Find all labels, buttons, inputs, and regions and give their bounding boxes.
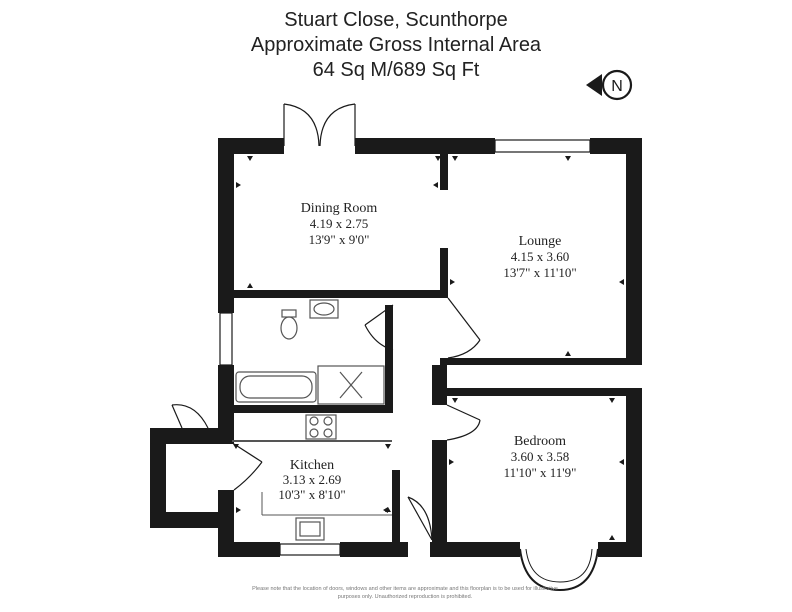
dimension-arrow-icon [609,535,615,540]
dimension-arrow-icon [233,444,239,449]
wardrobe [448,391,626,395]
room-lounge: Lounge 4.15 x 3.60 13'7" x 11'10" [503,234,576,280]
shower-icon [317,365,385,405]
sink-icon [295,517,325,541]
dimension-arrow-icon [450,279,455,285]
room-size-metric: 3.13 x 2.69 [283,472,342,487]
dimension-arrow-icon [435,156,441,161]
dimension-arrow-icon [247,156,253,161]
disclaimer-line-1: Please note that the location of doors, … [252,586,558,592]
room-dining: Dining Room 4.19 x 2.75 13'9" x 9'0" [301,201,378,247]
dimension-arrow-icon [385,507,391,512]
address-title: Stuart Close, Scunthorpe [284,9,508,31]
room-name: Bedroom [514,434,566,449]
dimension-arrow-icon [433,182,438,188]
bath-icon [235,371,317,403]
area-subtitle: Approximate Gross Internal Area [250,34,542,56]
room-name: Kitchen [290,458,334,473]
room-name: Dining Room [301,201,378,216]
dimension-arrow-icon [236,182,241,188]
room-name: Lounge [519,234,562,249]
windows [151,139,591,556]
disclaimer: Please note that the location of doors, … [150,585,660,601]
hob-icon [305,414,337,440]
dimension-arrow-icon [385,444,391,449]
kitchen-worktop [261,492,392,516]
room-kitchen: Kitchen 3.13 x 2.69 10'3" x 8'10" [278,458,345,502]
dimension-arrow-icon [236,507,241,513]
dimension-arrow-icon [565,156,571,161]
area-value: 64 Sq M/689 Sq Ft [312,59,480,81]
bay-window [519,548,599,592]
room-size-imperial: 10'3" x 8'10" [278,487,345,502]
dimension-arrow-icon [609,398,615,403]
plan-title: Stuart Close, Scunthorpe Approximate Gro… [0,8,792,83]
room-size-imperial: 13'9" x 9'0" [309,232,370,247]
dimension-arrow-icon [452,156,458,161]
walls [150,138,642,557]
door-swings [171,297,481,541]
room-size-metric: 3.60 x 3.58 [511,449,570,464]
dimension-arrow-icon [452,398,458,403]
disclaimer-line-2: purposes only. Unauthorized reproduction… [337,594,473,600]
basin-icon [309,299,339,319]
dimension-arrow-icon [247,283,253,288]
dimension-arrow-icon [619,459,624,465]
compass-label: N [611,78,623,95]
dimension-arrow-icon [565,351,571,356]
room-size-imperial: 13'7" x 11'10" [503,265,576,280]
french-doors [283,103,356,147]
north-arrow-icon: N [586,69,633,101]
room-size-metric: 4.19 x 2.75 [310,216,369,231]
dimension-arrows [233,156,624,540]
room-size-metric: 4.15 x 3.60 [511,249,570,264]
toilet-icon [280,309,298,340]
dimension-arrow-icon [449,459,454,465]
room-bedroom: Bedroom 3.60 x 3.58 11'10" x 11'9" [504,434,577,480]
room-size-imperial: 11'10" x 11'9" [504,465,577,480]
dimension-arrow-icon [619,279,624,285]
